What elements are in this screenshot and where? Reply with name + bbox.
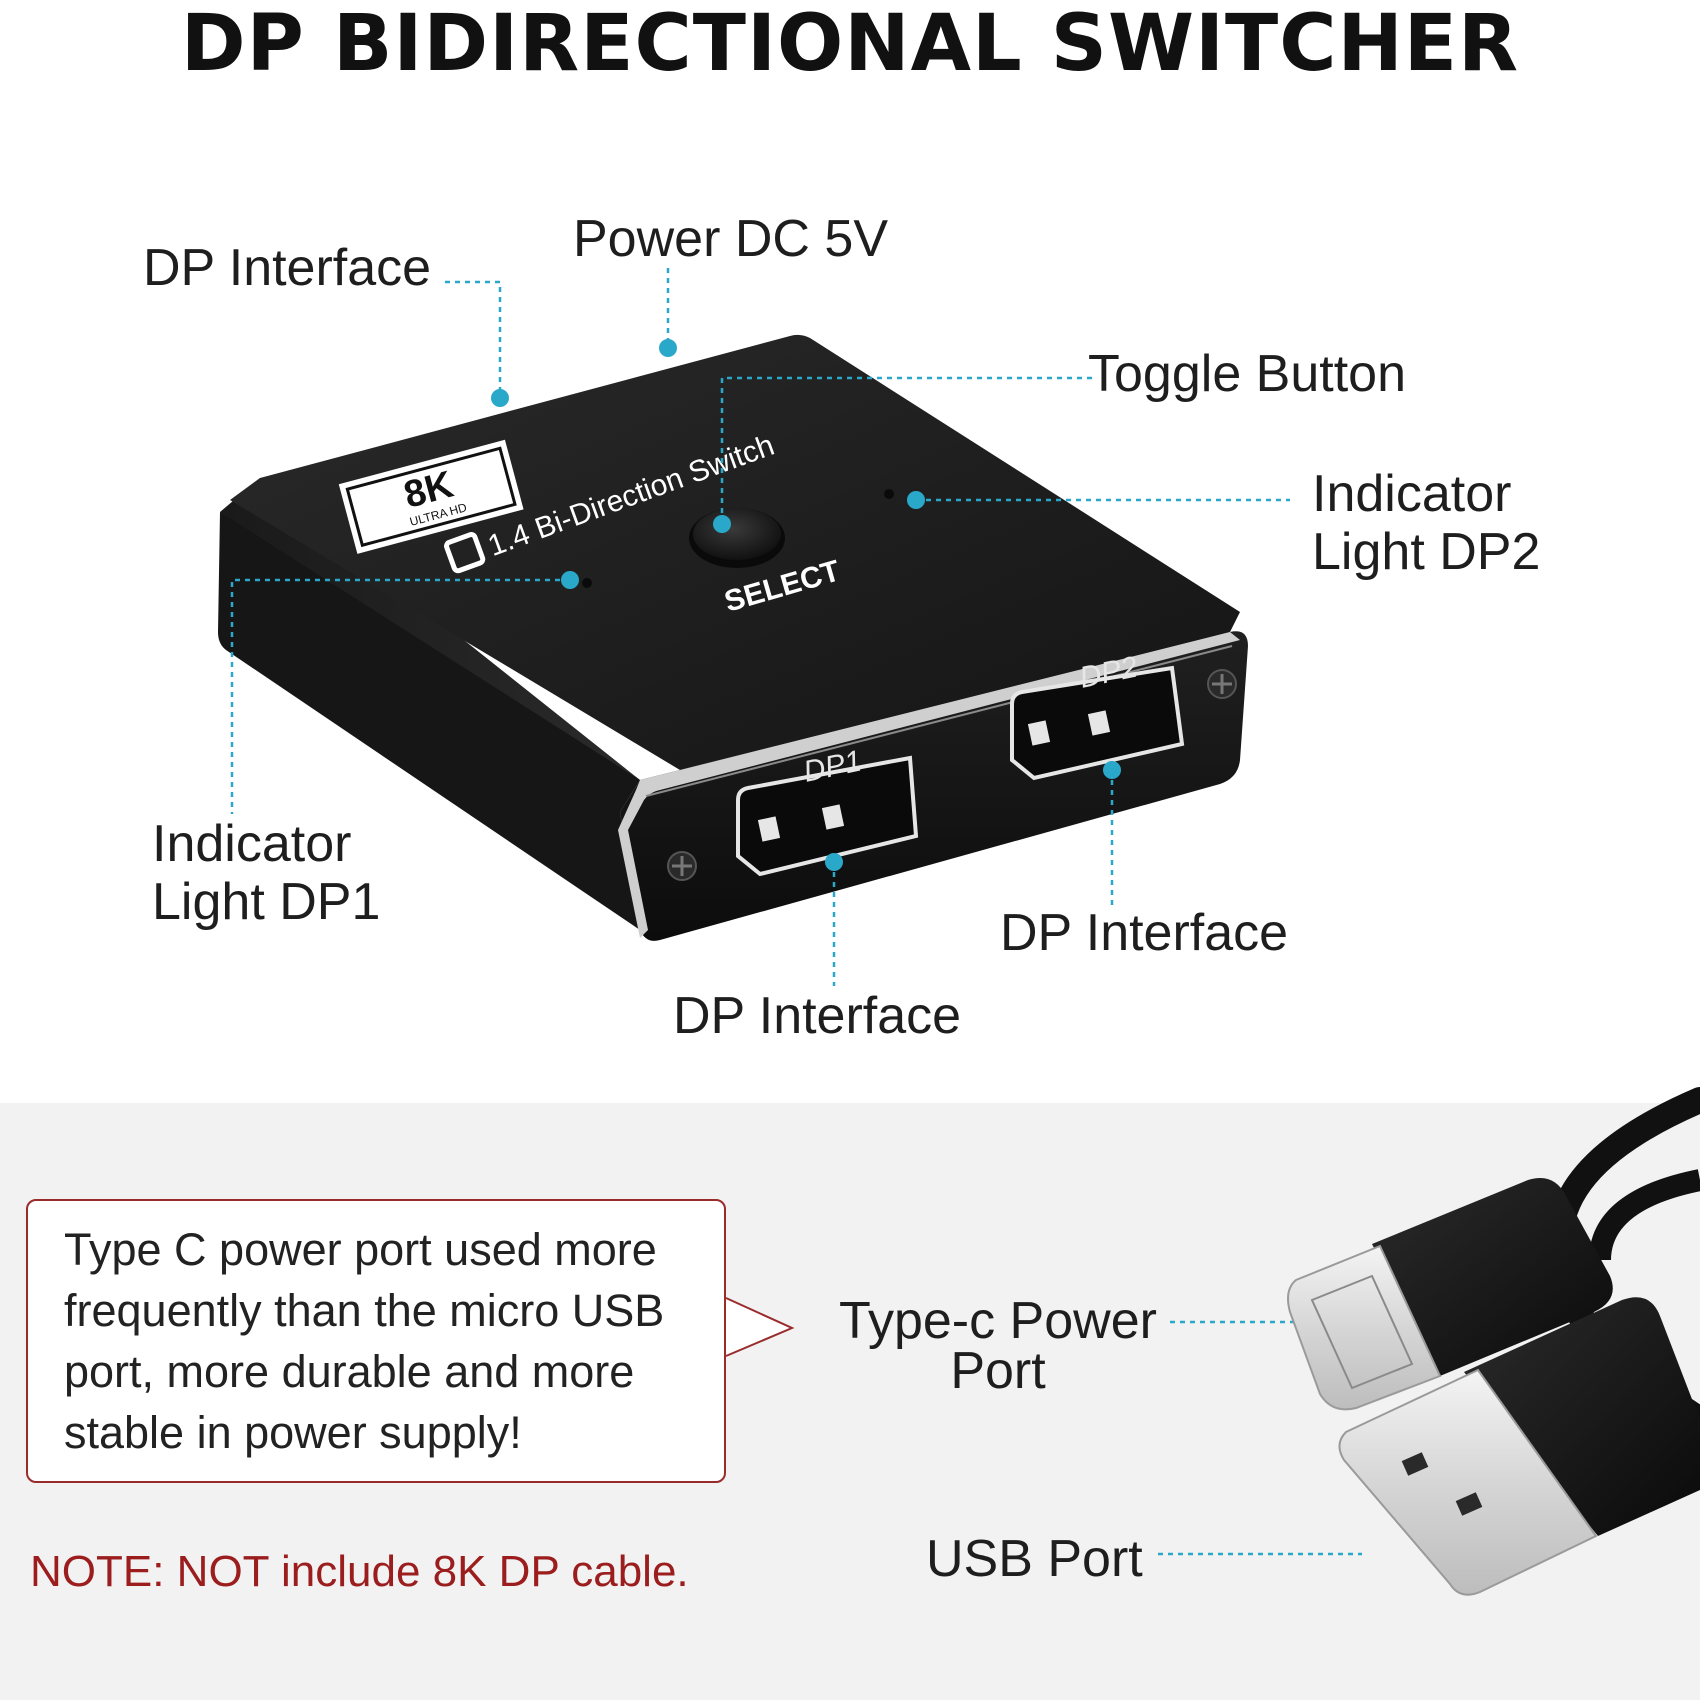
screw-left-icon [667,851,697,881]
note-box-line: port, more durable and more [64,1346,635,1397]
note-box-line: stable in power supply! [64,1407,522,1458]
callout-indicator-dp2: Indicator Light DP2 [1312,465,1540,581]
callout-dp-interface-right: DP Interface [1000,904,1289,962]
callout-type-c-power: Type-c Power Port [828,1292,1168,1400]
dp1-port[interactable]: DP1 [736,744,919,877]
leader-dots [491,339,1121,871]
note-box-line: Type C power port used more [64,1224,657,1275]
type-c-connector [1287,1178,1613,1411]
switch-device: 8K ULTRA HD 1.4 Bi-Direction Switch SELE… [218,334,1248,941]
leader-dp-interface-left [445,280,502,398]
indicator-led-dp2 [884,489,894,499]
usb-cable [1287,1087,1700,1596]
leader-lines [230,268,1362,1556]
callout-dp-interface-bottom: DP Interface [673,987,962,1045]
usb-contact-slot-icon [1401,1452,1429,1476]
callout-toggle-button: Toggle Button [1088,345,1407,403]
callout-power-dc: Power DC 5V [573,210,888,268]
toggle-button[interactable] [689,508,785,568]
callout-indicator-dp1-line2: Light DP1 [152,873,381,931]
screw-right-icon [1207,669,1237,699]
leader-indicator-dp1 [230,578,570,814]
device-left-block [218,512,640,930]
note-box-line: frequently than the micro USB [64,1285,665,1336]
displayport-logo-icon [444,532,486,574]
8k-ultra-hd-badge: 8K ULTRA HD [338,439,524,554]
type-c-note-box: Type C power port used more frequently t… [26,1199,726,1483]
callout-dp-interface-left: DP Interface [143,239,432,297]
callout-indicator-dp2-line1: Indicator [1312,465,1512,523]
indicator-led-dp1 [582,578,592,588]
callout-indicator-dp2-line2: Light DP2 [1312,523,1541,581]
callout-type-c-line2: Port [950,1342,1046,1400]
callout-indicator-dp1: Indicator Light DP1 [152,815,380,931]
callout-indicator-dp1-line1: Indicator [152,815,352,873]
note-box-pointer [725,1297,795,1357]
usb-contact-slot-icon [1455,1492,1483,1516]
callout-usb-port: USB Port [926,1530,1143,1588]
leader-toggle-button [720,376,1092,525]
page-title: DP BIDIRECTIONAL SWITCHER [180,0,1520,89]
cable-not-included-note: NOTE: NOT include 8K DP cable. [30,1547,689,1596]
usb-a-connector [1338,1297,1700,1596]
callout-type-c-line1: Type-c Power [839,1292,1157,1350]
